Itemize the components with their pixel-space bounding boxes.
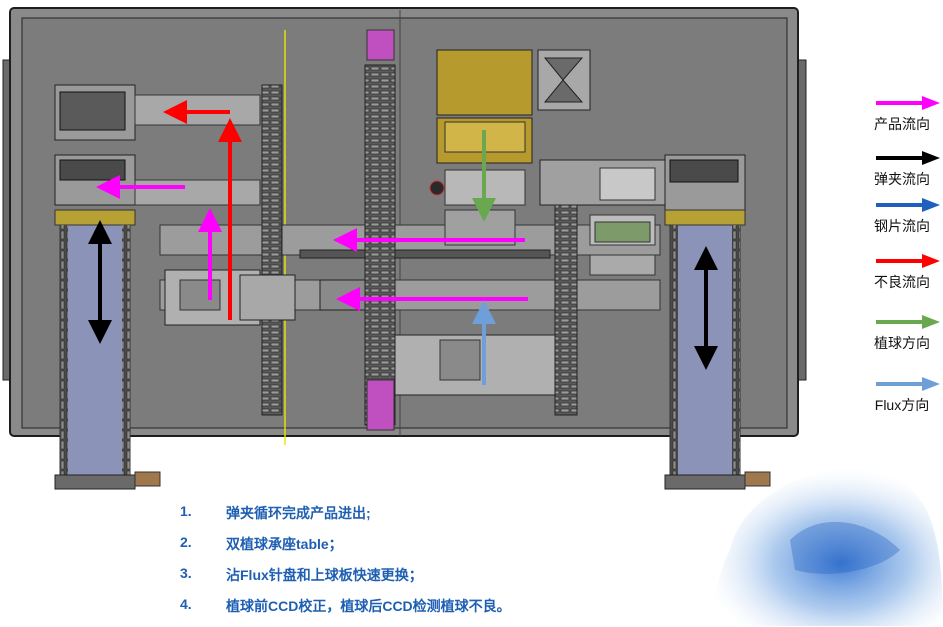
legend-item: 弹夹流向 [862,151,942,197]
note-text: 沾Flux针盘和上球板快速更换； [226,567,423,583]
left-magazine [54,84,161,490]
note-item: 3. 沾Flux针盘和上球板快速更换； [180,565,700,596]
note-text: 植球前CCD校正，植球后CCD检测植球不良。 [226,598,511,614]
note-number: 2. [180,534,192,550]
right-modules [539,159,666,276]
note-item: 4. 植球前CCD校正，植球后CCD检测植球不良。 [180,596,700,627]
legend-item: 钢片流向 [862,198,942,244]
legend-label: 产品流向 [874,116,930,132]
lower-modules [164,269,556,396]
legend-arrow-icon [876,151,940,165]
legend-arrow-icon [876,254,940,268]
legend-label: 植球方向 [874,335,930,351]
legend-label: Flux方向 [874,397,930,413]
legend-arrow-icon [876,198,940,212]
legend-label: 钢片流向 [874,218,930,234]
magenta-blocks [366,29,395,431]
legend-item: 不良流向 [862,254,942,300]
legend-item: 植球方向 [862,315,942,361]
legend-label: 不良流向 [874,274,930,290]
legend-item: Flux方向 [862,377,942,423]
note-number: 1. [180,503,192,519]
note-item: 1. 弹夹循环完成产品进出; [180,503,700,534]
legend-arrow-icon [876,377,940,391]
legend-arrow-icon [876,96,940,110]
note-number: 3. [180,565,192,581]
legend-label: 弹夹流向 [874,171,930,187]
note-text: 双植球承座table； [226,536,343,552]
note-item: 2. 双植球承座table； [180,534,700,565]
legend-arrow-icon [876,315,940,329]
note-number: 4. [180,596,192,612]
legend-item: 产品流向 [862,96,942,142]
cable-chains [261,64,578,426]
watercolor-splash [715,468,943,626]
flow-arrows [88,100,718,385]
note-text: 弹夹循环完成产品进出; [226,505,371,521]
notes-list: 1. 弹夹循环完成产品进出; 2. 双植球承座table； 3. 沾Flux针盘… [180,503,700,627]
